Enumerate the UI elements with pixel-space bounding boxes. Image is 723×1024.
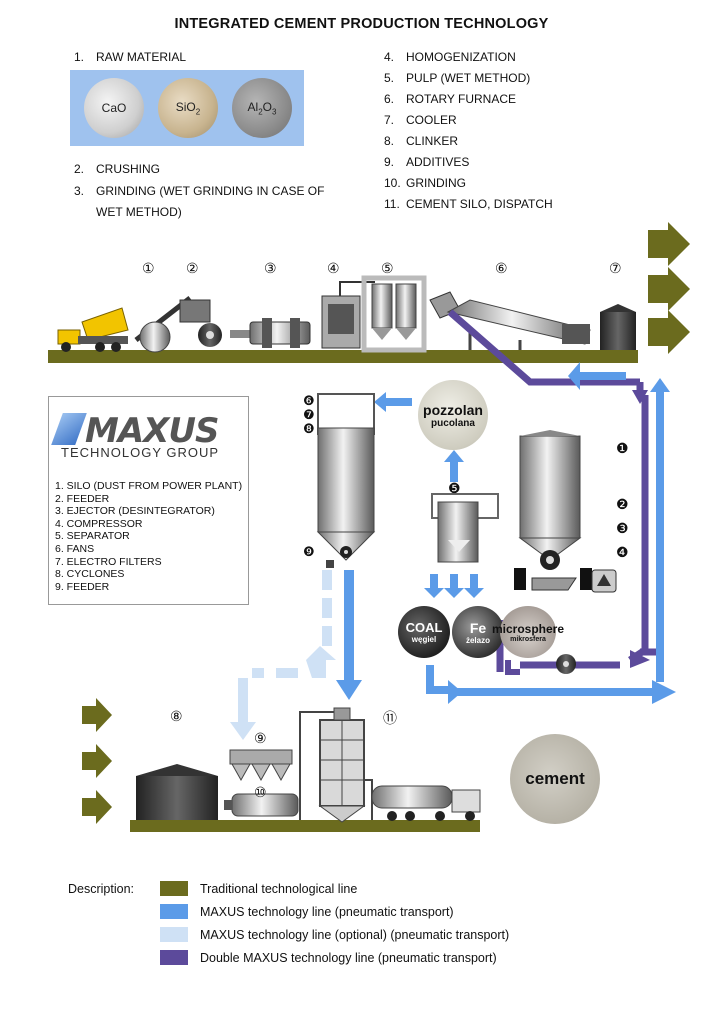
sio2-material: SiO2 bbox=[158, 78, 218, 138]
legend-swatch-double bbox=[160, 950, 188, 965]
additive-hoppers bbox=[229, 749, 293, 782]
clinker-silo bbox=[136, 764, 218, 820]
cooler-silo bbox=[600, 304, 636, 350]
label-num-9: ⑨ bbox=[254, 730, 267, 746]
cement-tanker-truck bbox=[371, 785, 481, 821]
equipment-list: 1. SILO (DUST FROM POWER PLANT) 2. FEEDE… bbox=[55, 480, 242, 593]
logo-mark-icon bbox=[51, 413, 87, 445]
separator-marker-5: ❺ bbox=[448, 480, 461, 496]
separator bbox=[431, 493, 499, 563]
optional-line bbox=[230, 570, 336, 740]
legend-swatch-traditional bbox=[160, 881, 188, 896]
equipment-item: 2. FEEDER bbox=[55, 492, 110, 505]
step-9: 9.ADDITIVES bbox=[384, 155, 470, 169]
label-num-10: ⑩ bbox=[254, 784, 267, 800]
step-5: 5.PULP (WET METHOD) bbox=[384, 71, 531, 85]
pozzolan-sample: pozzolan pucolana bbox=[418, 380, 488, 450]
equipment-item: 6. FANS bbox=[55, 542, 95, 555]
legend-heading: Description: bbox=[68, 882, 134, 896]
page-title: INTEGRATED CEMENT PRODUCTION TECHNOLOGY bbox=[174, 16, 549, 32]
equipment-item: 5. SEPARATOR bbox=[55, 530, 130, 543]
step-8: 8.CLINKER bbox=[384, 134, 459, 148]
step-11: 11.CEMENT SILO, DISPATCH bbox=[384, 197, 553, 211]
label-num-2: ② bbox=[186, 260, 199, 276]
equipment-item: 7. ELECTRO FILTERS bbox=[55, 555, 162, 568]
step-2: 2.CRUSHING bbox=[74, 162, 161, 176]
equipment-item: 4. COMPRESSOR bbox=[55, 517, 143, 530]
equipment-item: 8. CYCLONES bbox=[55, 568, 125, 581]
step-4: 4.HOMOGENIZATION bbox=[384, 50, 516, 64]
maxus-logo-box: MAXUS TECHNOLOGY GROUP 1. SILO (DUST FRO… bbox=[48, 396, 249, 605]
label-num-8: ⑧ bbox=[170, 708, 183, 724]
right-silo-marker-4: ❹ bbox=[616, 544, 629, 560]
label-num-3: ③ bbox=[264, 260, 277, 276]
legend-label-traditional: Traditional technological line bbox=[200, 882, 358, 896]
equipment-item: 9. FEEDER bbox=[55, 580, 110, 593]
left-silo-markers: ❻ ❼ ❽ bbox=[303, 393, 315, 436]
label-num-1: ① bbox=[142, 260, 155, 276]
pulp-silos bbox=[361, 275, 427, 353]
maxus-line bbox=[336, 362, 676, 704]
step-7: 7.COOLER bbox=[384, 113, 457, 127]
label-num-5: ⑤ bbox=[381, 260, 394, 276]
step-3: 3.GRINDING (WET GRINDING IN CASE OF bbox=[74, 184, 325, 198]
steps-right: 4.HOMOGENIZATION 5.PULP (WET METHOD) 6.R… bbox=[384, 50, 553, 218]
right-maxus-silo bbox=[514, 430, 617, 593]
top-output-arrows bbox=[648, 222, 690, 354]
dump-truck bbox=[57, 307, 129, 352]
grinding-mill bbox=[230, 318, 311, 348]
legend-label-optional: MAXUS technology line (optional) (pneuma… bbox=[200, 928, 510, 942]
label-num-4: ④ bbox=[327, 260, 340, 276]
al2o3-material: Al2O3 bbox=[232, 78, 292, 138]
bottom-line-ground bbox=[130, 820, 480, 832]
label-num-11: ⑪ bbox=[383, 710, 397, 726]
coal-sample: COAL węgiel bbox=[398, 606, 450, 658]
left-silo-marker-9: ❾ bbox=[303, 544, 315, 559]
rotary-furnace bbox=[429, 291, 591, 350]
cao-material: CaO bbox=[84, 78, 144, 138]
equipment-item: 3. EJECTOR (DESINTEGRATOR) bbox=[55, 505, 215, 518]
homogenization-unit bbox=[321, 281, 375, 349]
right-silo-marker-1: ❶ bbox=[616, 440, 629, 456]
right-silo-marker-3: ❸ bbox=[616, 520, 629, 536]
left-maxus-silo bbox=[316, 393, 376, 568]
step-3-continued: WET METHOD) bbox=[96, 205, 182, 219]
legend-label-maxus: MAXUS technology line (pneumatic transpo… bbox=[200, 905, 454, 919]
step-6: 6.ROTARY FURNACE bbox=[384, 92, 517, 106]
equipment-item: 1. SILO (DUST FROM POWER PLANT) bbox=[55, 480, 243, 492]
cement-silo bbox=[299, 707, 373, 823]
step-1: 1.RAW MATERIAL bbox=[74, 50, 187, 64]
cement-sample: cement bbox=[510, 734, 600, 824]
fe-sample: Fe żelazo bbox=[452, 606, 504, 658]
logo-word: MAXUS bbox=[85, 411, 219, 451]
crusher bbox=[134, 296, 222, 353]
cement-grinding-mill bbox=[224, 793, 299, 817]
top-line-ground bbox=[48, 350, 638, 363]
label-num-7: ⑦ bbox=[609, 260, 622, 276]
legend-swatch-maxus bbox=[160, 904, 188, 919]
label-num-6: ⑥ bbox=[495, 260, 508, 276]
raw-material-panel: CaO SiO2 Al2O3 bbox=[70, 70, 304, 146]
legend-label-double: Double MAXUS technology line (pneumatic … bbox=[200, 951, 497, 965]
microsphere-sample: microsphere mikrosfera bbox=[492, 606, 564, 658]
bottom-input-arrows bbox=[82, 698, 112, 824]
right-silo-marker-2: ❷ bbox=[616, 496, 629, 512]
legend-swatch-optional bbox=[160, 927, 188, 942]
logo-subtitle: TECHNOLOGY GROUP bbox=[61, 445, 220, 460]
step-10: 10.GRINDING bbox=[384, 176, 466, 190]
